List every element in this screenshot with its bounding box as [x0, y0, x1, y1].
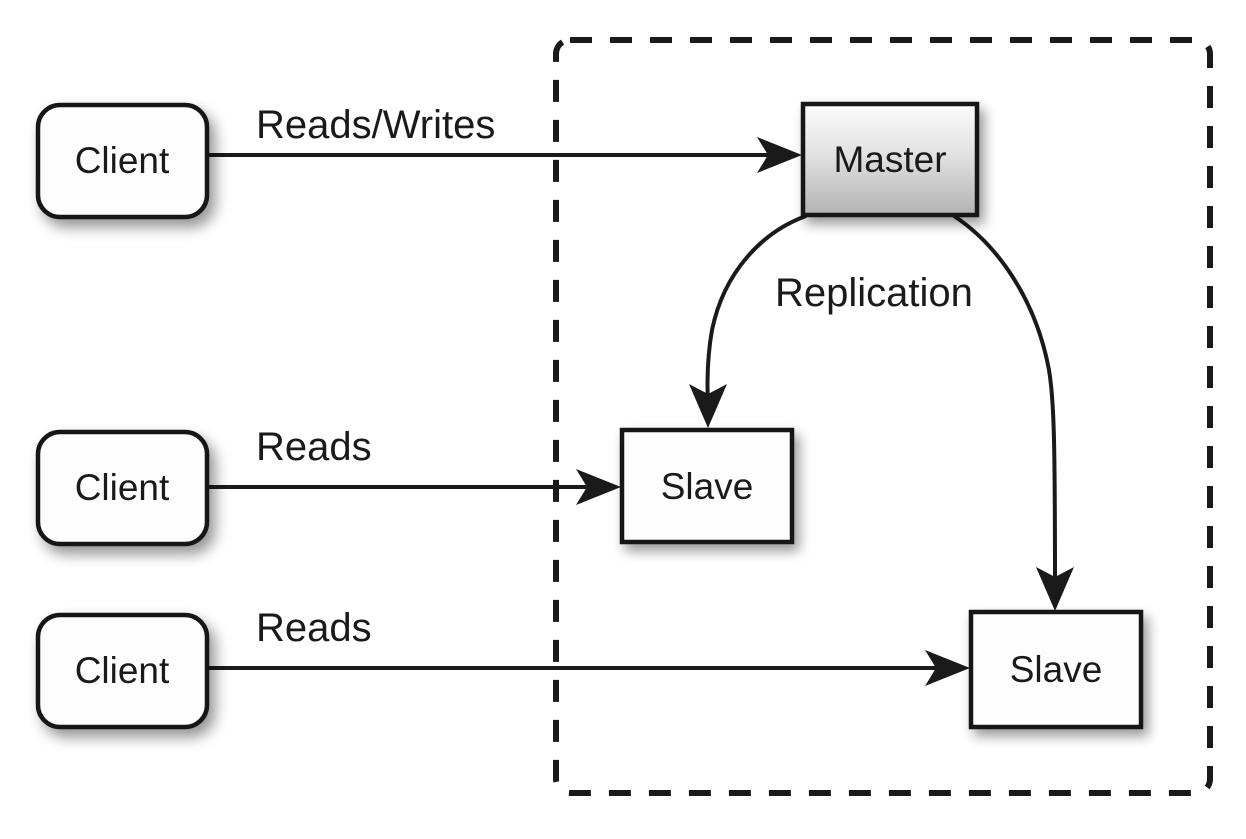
edge-label-replication: Replication [775, 271, 973, 315]
edge-curve-master-slave2 [952, 214, 1057, 589]
arrowhead-icon-master-slave1 [689, 384, 727, 428]
edge-master-slave1 [689, 214, 807, 428]
node-slave-1[interactable]: Slave [619, 427, 795, 545]
node-client-2[interactable]: Client [35, 429, 210, 547]
node-client-3[interactable]: Client [35, 612, 210, 730]
client-2-shape[interactable] [35, 429, 210, 547]
arrowhead-icon-master-slave2 [1036, 567, 1074, 611]
slave-1-label: Slave [661, 466, 754, 507]
edge-client2-slave1 [207, 469, 621, 505]
node-master[interactable]: Master [800, 101, 980, 218]
client-1-label: Client [75, 140, 170, 181]
arrowhead-icon-client3-slave2 [925, 650, 970, 686]
arrowhead-icon-client2-slave1 [576, 469, 621, 505]
client-2-label: Client [75, 467, 170, 508]
master-shape[interactable] [800, 101, 980, 218]
client-3-label: Client [75, 650, 170, 691]
node-slave-2[interactable]: Slave [968, 609, 1144, 730]
arrowhead-icon-client1-master [757, 137, 802, 173]
client-1-shape[interactable] [35, 102, 210, 220]
client-3-shape[interactable] [35, 612, 210, 730]
edge-curve-master-slave1 [705, 214, 807, 407]
database-cluster-boundary [553, 37, 1213, 796]
edge-master-slave2 [952, 214, 1074, 611]
master-label: Master [833, 139, 946, 180]
node-client-1[interactable]: Client [35, 102, 210, 220]
slave-1-shape[interactable] [619, 427, 795, 545]
edge-client1-master [207, 137, 802, 173]
edge-label-reads-slave2: Reads [256, 606, 372, 650]
edge-label-reads-slave1: Reads [256, 425, 372, 469]
slave-2-label: Slave [1010, 649, 1103, 690]
slave-2-shape[interactable] [968, 609, 1144, 730]
edge-label-reads-writes: Reads/Writes [256, 103, 495, 147]
edge-client3-slave2 [207, 650, 970, 686]
